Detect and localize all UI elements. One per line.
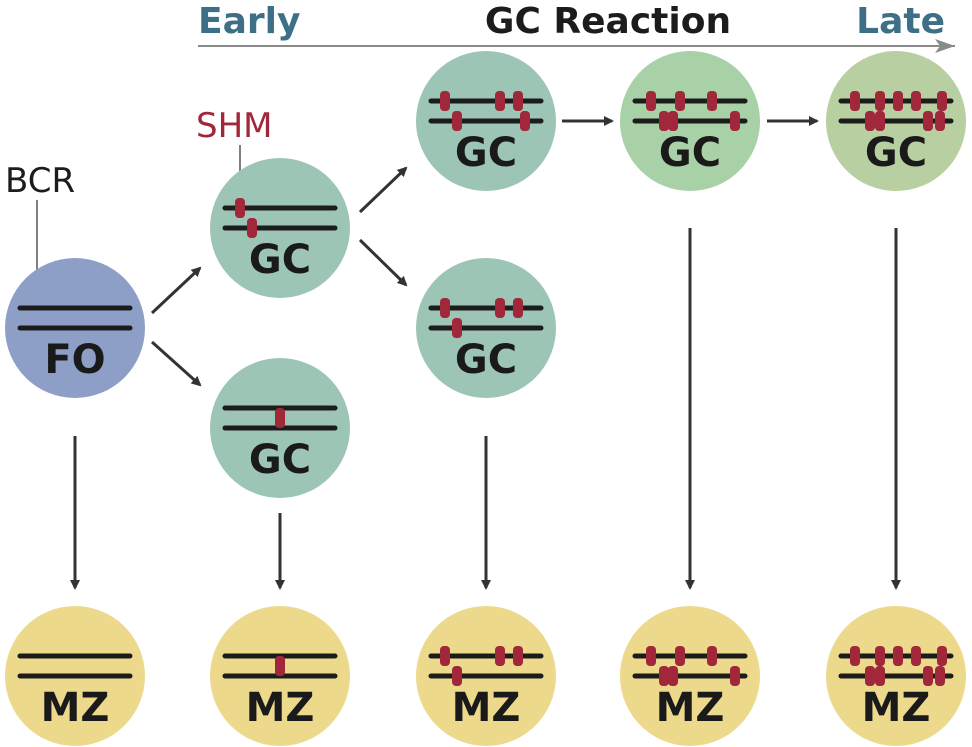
- mutation-mark: [850, 91, 860, 111]
- mutation-mark: [513, 91, 523, 111]
- fo-cell-label: FO: [44, 337, 105, 383]
- mutation-mark: [707, 91, 717, 111]
- mutation-mark: [659, 666, 669, 686]
- early-label: Early: [198, 1, 300, 42]
- gc-cell-bottom: GC: [210, 358, 350, 498]
- gc-cell-late-2-label: GC: [865, 130, 927, 176]
- gc-cell-mid-bottom: GC: [416, 258, 556, 398]
- mz-cell-4: MZ: [620, 606, 760, 746]
- flow-arrows: [70, 116, 901, 590]
- mutation-mark: [730, 111, 740, 131]
- mutation-mark: [911, 91, 921, 111]
- arrow-fo-to-gc-bottom: [150, 340, 202, 387]
- bcr-label: BCR: [5, 161, 75, 201]
- mz-cell-5: MZ: [826, 606, 966, 746]
- mutation-mark: [235, 198, 245, 218]
- mutation-mark: [675, 646, 685, 666]
- mutation-mark: [668, 666, 678, 686]
- mz-cell-5-label: MZ: [862, 685, 931, 731]
- mutation-mark: [247, 218, 257, 238]
- gc-cell-top: GC: [210, 158, 350, 298]
- gc-cell-mid-bottom-label: GC: [455, 337, 517, 383]
- gc-cell-top-label: GC: [249, 237, 311, 283]
- mutation-mark: [875, 666, 885, 686]
- mutation-mark: [659, 111, 669, 131]
- fo-cell: FO: [5, 258, 145, 398]
- mutation-mark: [923, 666, 933, 686]
- mutation-mark: [911, 646, 921, 666]
- mutation-mark: [275, 656, 285, 676]
- mutation-mark: [850, 646, 860, 666]
- mutation-mark: [520, 111, 530, 131]
- mz-cell-1: MZ: [5, 606, 145, 746]
- mutation-mark: [923, 111, 933, 131]
- mutation-mark: [668, 111, 678, 131]
- gc-cell-late-1-label: GC: [659, 130, 721, 176]
- mutation-mark: [440, 91, 450, 111]
- arrow-gc-to-gc-mid-top: [358, 166, 408, 214]
- mutation-mark: [440, 298, 450, 318]
- mz-cell-3-label: MZ: [452, 685, 521, 731]
- mutation-mark: [440, 646, 450, 666]
- late-label: Late: [856, 1, 945, 42]
- mutation-mark: [675, 91, 685, 111]
- mutation-mark: [452, 318, 462, 338]
- gc-cell-late-1: GC: [620, 51, 760, 191]
- mutation-mark: [865, 111, 875, 131]
- mz-cell-2: MZ: [210, 606, 350, 746]
- mutation-mark: [707, 646, 717, 666]
- arrow-fo-to-gc-top: [150, 266, 202, 315]
- mz-cell-2-label: MZ: [246, 685, 315, 731]
- cells-layer: FO GC GC GC GC GC GC MZ MZ MZ MZ MZ: [5, 51, 966, 746]
- arrow-gc-to-gc-mid-bottom: [358, 238, 408, 287]
- diagram-title: GC Reaction: [485, 1, 731, 42]
- mutation-mark: [875, 646, 885, 666]
- mutation-mark: [275, 408, 285, 428]
- shm-label: SHM: [196, 106, 272, 146]
- mutation-mark: [937, 646, 947, 666]
- gc-cell-mid-top: GC: [416, 51, 556, 191]
- mutation-mark: [495, 298, 505, 318]
- mutation-mark: [937, 91, 947, 111]
- mutation-mark: [513, 646, 523, 666]
- mutation-mark: [875, 111, 885, 131]
- mutation-mark: [865, 666, 875, 686]
- gc-cell-bottom-label: GC: [249, 437, 311, 483]
- mutation-mark: [935, 111, 945, 131]
- mutation-mark: [452, 111, 462, 131]
- mutation-mark: [935, 666, 945, 686]
- mz-cell-4-label: MZ: [656, 685, 725, 731]
- mutation-mark: [730, 666, 740, 686]
- gc-cell-mid-top-label: GC: [455, 130, 517, 176]
- mutation-mark: [495, 646, 505, 666]
- mutation-mark: [513, 298, 523, 318]
- mz-cell-3: MZ: [416, 606, 556, 746]
- mutation-mark: [646, 91, 656, 111]
- gc-cell-late-2: GC: [826, 51, 966, 191]
- mutation-mark: [646, 646, 656, 666]
- mutation-mark: [452, 666, 462, 686]
- mutation-mark: [495, 91, 505, 111]
- mz-cell-1-label: MZ: [41, 685, 110, 731]
- mutation-mark: [893, 91, 903, 111]
- mutation-mark: [875, 91, 885, 111]
- mutation-mark: [893, 646, 903, 666]
